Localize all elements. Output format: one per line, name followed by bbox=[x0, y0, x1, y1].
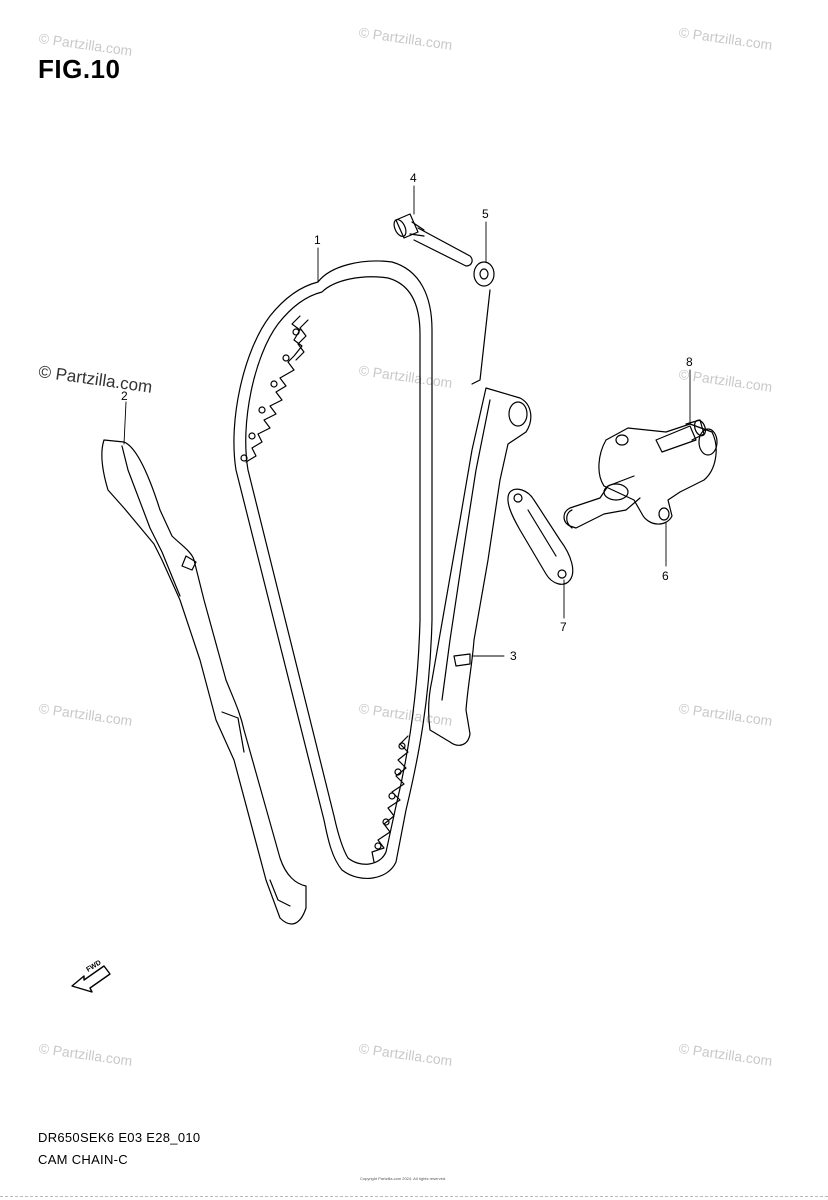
washer bbox=[473, 261, 495, 287]
callout-5: 5 bbox=[482, 207, 489, 221]
figure-title: FIG.10 bbox=[38, 54, 121, 84]
diagram-code: DR650SEK6 E03 E28_010 bbox=[38, 1130, 201, 1145]
diagram-name: CAM CHAIN-C bbox=[38, 1152, 128, 1167]
callout-7: 7 bbox=[560, 620, 567, 634]
callout-8: 8 bbox=[686, 355, 693, 369]
guide-bolt bbox=[393, 213, 473, 267]
leader-lines bbox=[123, 185, 691, 657]
callout-1: 1 bbox=[314, 233, 321, 247]
callout-2: 2 bbox=[121, 389, 128, 403]
copyright-notice: Copyright Partzilla.com 2024. All rights… bbox=[360, 1176, 447, 1181]
callout-3: 3 bbox=[510, 649, 517, 663]
assembly-line bbox=[471, 289, 491, 385]
callout-4: 4 bbox=[410, 171, 417, 185]
bottom-divider bbox=[0, 1196, 828, 1199]
cam-chain-tensioner bbox=[563, 423, 718, 529]
cam-chain-guide-tensioner bbox=[428, 387, 532, 746]
cam-chain-guide-front bbox=[101, 439, 307, 925]
callout-6: 6 bbox=[662, 569, 669, 583]
tensioner-bolt bbox=[655, 419, 707, 453]
tensioner-gasket bbox=[507, 488, 574, 585]
cam-chain bbox=[233, 260, 433, 879]
forward-arrow-icon bbox=[71, 965, 111, 993]
